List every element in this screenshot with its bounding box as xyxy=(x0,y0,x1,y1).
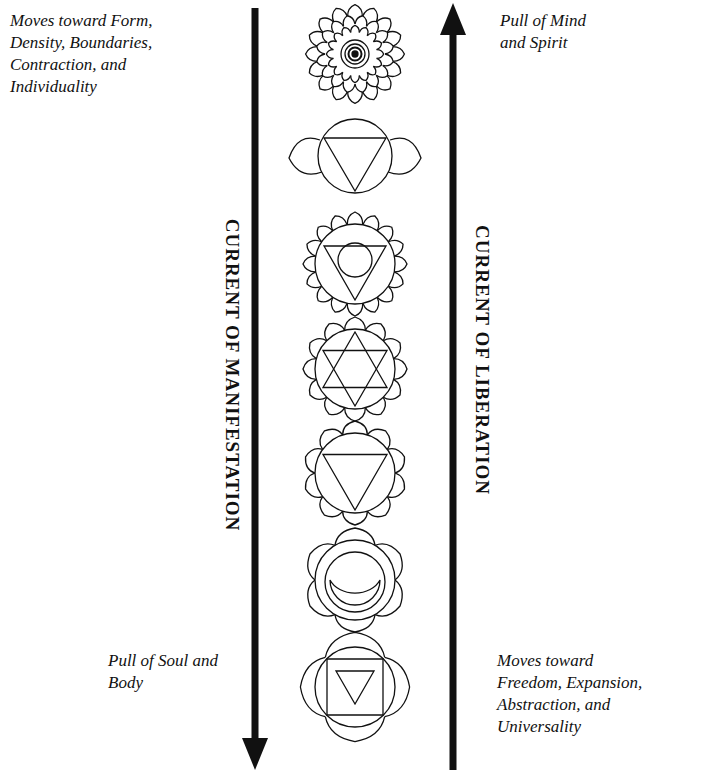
root-chakra xyxy=(300,632,409,741)
crown-chakra xyxy=(306,5,405,104)
current-label: CURRENT OF MANIFESTATION xyxy=(221,219,243,532)
current-label: CURRENT OF LIBERATION xyxy=(471,225,493,495)
solar-plexus-chakra xyxy=(302,421,409,525)
third-eye-chakra xyxy=(289,119,421,193)
heart-chakra xyxy=(303,317,407,421)
side-note: Moves toward Form, Density, Boundaries, … xyxy=(10,10,188,98)
liberation-arrow xyxy=(440,3,466,770)
side-note: Pull of Mind and Spirit xyxy=(500,10,610,54)
throat-chakra xyxy=(303,212,407,316)
sacral-chakra xyxy=(300,528,410,632)
side-note: Moves toward Freedom, Expansion, Abstrac… xyxy=(497,650,655,738)
side-note: Pull of Soul and Body xyxy=(108,650,220,694)
manifestation-arrow xyxy=(242,8,268,770)
